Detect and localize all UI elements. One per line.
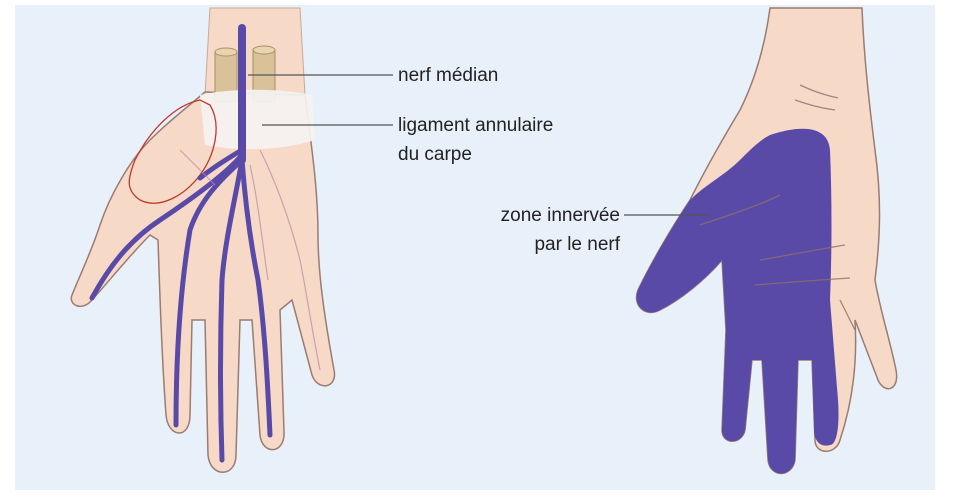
label-nerf-median-text: nerf médian [398,65,498,86]
label-ligament-line2: du carpe [398,144,472,165]
ligament-annulaire [200,90,315,149]
label-zone-line1: zone innervée [501,205,620,226]
label-ligament-line1: ligament annulaire [398,115,553,136]
label-zone-line2: par le nerf [534,234,620,255]
